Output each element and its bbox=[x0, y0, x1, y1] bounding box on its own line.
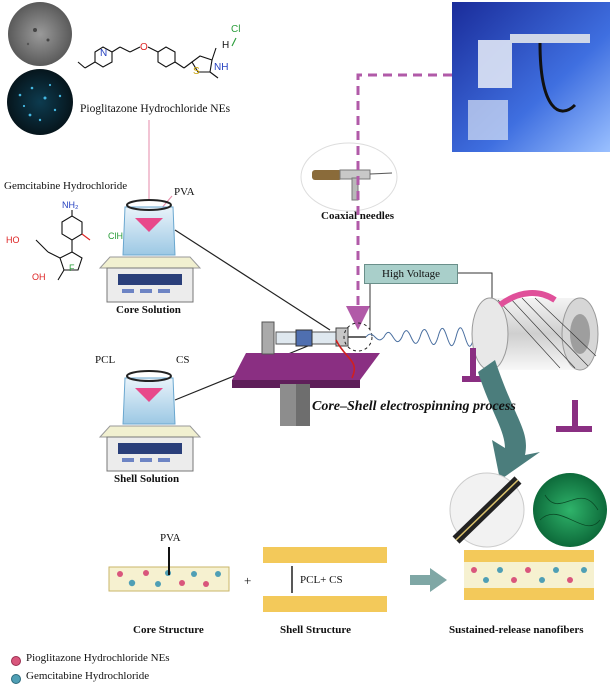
legend-dot-gemcitabine bbox=[11, 674, 21, 684]
chem-f: F bbox=[69, 263, 75, 273]
chem-oh: OH bbox=[32, 272, 46, 282]
chem-cl: Cl bbox=[231, 24, 241, 35]
chem-nh: NH bbox=[214, 62, 229, 73]
pump-platform bbox=[232, 353, 380, 426]
fluorescence-image bbox=[7, 69, 73, 135]
coaxial-needles-photo bbox=[300, 142, 398, 212]
core-solution-label: Core Solution bbox=[116, 304, 181, 316]
legend-label-gemcitabine: Gemcitabine Hydrochloride bbox=[26, 670, 150, 682]
legend-dot-pioglitazone bbox=[11, 656, 21, 666]
shell-structure bbox=[263, 547, 387, 612]
cs-label: CS bbox=[176, 354, 190, 366]
pioglitazone-structure bbox=[77, 37, 237, 79]
dashed-connector bbox=[346, 73, 452, 330]
plus-sign: + bbox=[244, 573, 252, 588]
core-feed-line bbox=[174, 229, 331, 331]
pcl-cs-label: PCL+ CS bbox=[300, 574, 343, 586]
syringe-pump bbox=[261, 321, 373, 379]
gemcitabine-structure bbox=[35, 210, 91, 281]
pva-top-label: PVA bbox=[174, 186, 195, 198]
coaxial-needles-label: Coaxial needles bbox=[321, 210, 395, 222]
legend-label-pioglitazone: Pioglitazone Hydrochloride NEs bbox=[26, 652, 170, 664]
electrospinning-jet bbox=[365, 327, 475, 347]
high-voltage-box: High Voltage bbox=[364, 264, 458, 284]
shell-beaker bbox=[98, 370, 202, 472]
chem-nh2: NH₂ bbox=[62, 200, 79, 210]
pcl-label: PCL bbox=[95, 354, 116, 366]
process-label: Core–Shell electrospinning process bbox=[312, 399, 516, 414]
pva-bottom-label: PVA bbox=[160, 532, 181, 544]
collector-drum bbox=[462, 290, 599, 432]
chem-o: O bbox=[140, 42, 148, 53]
chem-s: S bbox=[193, 66, 200, 77]
nanofiber-sem-image bbox=[449, 472, 525, 548]
gemcitabine-label: Gemcitabine Hydrochloride bbox=[4, 180, 128, 192]
core-structure-fiber bbox=[108, 547, 230, 592]
combine-arrow bbox=[410, 568, 447, 592]
chem-hcl: ClH bbox=[108, 231, 123, 241]
electrospinning-device-photo bbox=[452, 2, 610, 152]
core-structure-label: Core Structure bbox=[133, 624, 204, 636]
sustained-release-fiber bbox=[464, 550, 594, 600]
process-arrow bbox=[478, 360, 540, 480]
tem-image bbox=[8, 2, 72, 66]
shell-structure-label: Shell Structure bbox=[280, 624, 351, 636]
chem-ho: HO bbox=[6, 235, 20, 245]
nanofiber-fluorescence-image bbox=[533, 473, 607, 547]
pioglitazone-title: Pioglitazone Hydrochloride NEs bbox=[80, 103, 231, 115]
shell-solution-label: Shell Solution bbox=[114, 473, 180, 485]
chem-h: H bbox=[222, 40, 230, 51]
sustained-release-label: Sustained-release nanofibers bbox=[449, 624, 584, 636]
core-beaker bbox=[98, 199, 202, 303]
chem-n: N bbox=[100, 48, 108, 59]
